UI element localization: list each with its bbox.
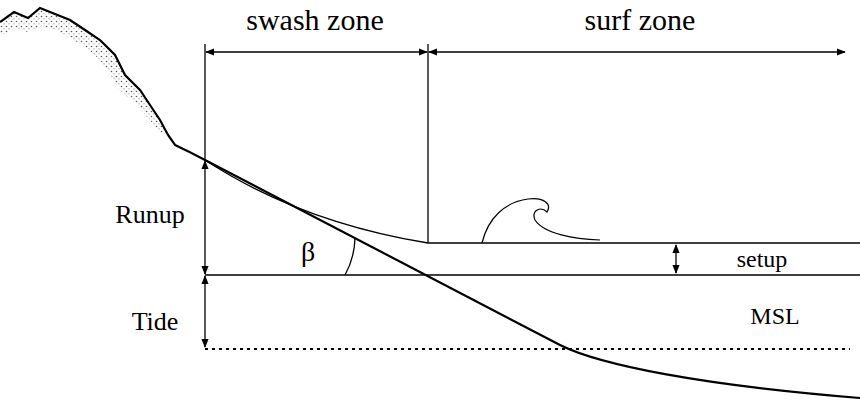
still-water-line — [205, 274, 860, 275]
dimension-arrow — [429, 51, 845, 52]
diagram-label: MSL — [750, 304, 799, 328]
ground-profile — [0, 8, 860, 398]
diagram-label: setup — [737, 247, 788, 271]
diagram-label: swash zone — [246, 5, 383, 35]
dimension-arrow — [206, 51, 427, 52]
diagram-label: Tide — [132, 309, 179, 335]
angle-arc — [345, 238, 355, 275]
msl-line — [205, 348, 850, 350]
breaking-wave — [482, 199, 600, 243]
cliff-stipple — [0, 8, 168, 135]
setup-level-line — [428, 242, 860, 243]
zone-boundary — [427, 44, 428, 243]
diagram-label: Runup — [115, 202, 184, 228]
dimension-arrow — [204, 276, 205, 347]
swash-surface — [205, 160, 428, 243]
diagram-label: surf zone — [585, 5, 696, 35]
dimension-arrow — [204, 161, 205, 274]
zone-boundary — [204, 44, 205, 160]
dimension-arrow — [675, 245, 676, 273]
diagram-label: β — [301, 238, 315, 266]
